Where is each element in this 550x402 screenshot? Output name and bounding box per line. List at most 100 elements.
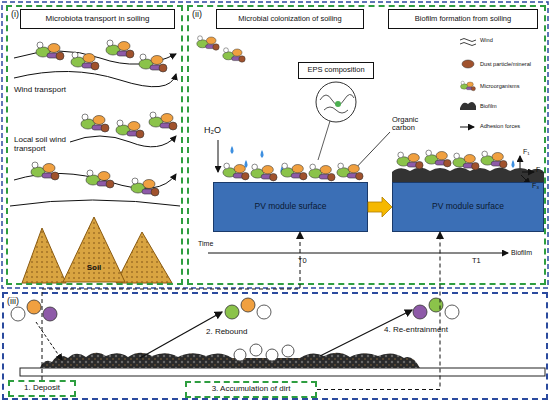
text-label: H₂O (204, 126, 221, 136)
soil-surface-line (10, 200, 180, 206)
panel-number: (i) (11, 10, 19, 20)
microbe-cluster (309, 164, 335, 181)
microbe-clusters (31, 40, 177, 196)
soil-shape (63, 217, 125, 282)
biofilm-layer (392, 168, 544, 184)
eps-zoom-circle (316, 82, 356, 122)
particle (43, 307, 57, 321)
particle-outline (234, 349, 246, 361)
panel-frame: (iii) 1. Deposit 3. Accumulation of dirt (2, 292, 548, 400)
text-label: F₂ (536, 166, 543, 174)
legend-force-sample (460, 127, 474, 128)
panel-frame: (ii)Microbial colonization of soilingBio… (187, 5, 546, 285)
node-label: EPS composition (307, 66, 364, 74)
header-box: Biofilm formation from soiling (388, 9, 538, 29)
particle (27, 300, 41, 314)
particle-outline (266, 349, 278, 361)
microbe-cluster (223, 163, 249, 180)
text-label: Wind transport (14, 86, 66, 95)
header-box: Microbiota transport in soiling (20, 9, 175, 29)
header-box: Microbial colonization of soiling (216, 9, 364, 29)
microbe-cluster (71, 52, 99, 70)
microbe-cluster (31, 162, 59, 180)
microbe-cluster (86, 170, 114, 188)
legend-biofilm-sample (460, 102, 476, 110)
node-label: PV module surface (432, 202, 504, 211)
particle (11, 307, 25, 321)
particle (429, 298, 443, 312)
microbe-cluster (251, 164, 277, 181)
legend-text: Microorganisms (480, 83, 519, 89)
particle (445, 305, 459, 319)
text-label: Biofilm (511, 249, 532, 257)
step-box: 3. Accumulation of dirt (185, 381, 317, 398)
node-label: Soil (87, 264, 102, 273)
legend-dust-sample (462, 60, 474, 68)
force-arrow (522, 172, 534, 173)
water-droplet (231, 146, 234, 154)
microbe-cluster (116, 120, 144, 138)
soil-mound (116, 232, 172, 283)
particle (413, 305, 427, 319)
rebound-bubbles (234, 344, 294, 361)
text-label: F₁ (523, 148, 530, 156)
soil-outline (62, 216, 126, 283)
microbe-cluster (223, 48, 245, 62)
text-label: Organic carbon (392, 116, 436, 133)
microbe-cluster (149, 112, 177, 130)
panel-number: (ii) (192, 10, 202, 20)
node-label: Microbiota transport in soiling (45, 15, 149, 24)
legend-microbe-sample (461, 81, 476, 91)
microbe-cluster (281, 163, 307, 180)
force-arrow (520, 156, 521, 168)
water-droplet (261, 150, 264, 158)
particle-outline (250, 344, 262, 356)
outer-frame (2, 2, 548, 288)
node-label: PV module surface (255, 202, 327, 211)
pv-surface: PV module surface (392, 182, 544, 232)
microbe-cluster (106, 40, 134, 58)
text-label: Local soil wind transport (14, 136, 70, 154)
surface-deposits (223, 163, 363, 181)
eps-box: EPS composition (298, 62, 374, 79)
node-label: 1. Deposit (24, 384, 60, 393)
text-label: F₃ (532, 182, 539, 190)
microbe-cluster (131, 178, 159, 196)
node-label: Biofilm formation from soiling (415, 15, 511, 23)
particle (241, 298, 255, 312)
eps-molecule (335, 101, 341, 107)
legend-wind-sample (460, 39, 476, 46)
water-droplet (512, 160, 515, 168)
legend-text: Biofilm (480, 103, 497, 109)
microbe-cluster (81, 114, 109, 132)
pv-surface: PV module surface (213, 182, 368, 232)
block-arrow (368, 197, 392, 217)
deposit-path (36, 322, 62, 360)
soil-mound: Soil (62, 216, 126, 283)
particle (225, 305, 239, 319)
surface-strip (20, 368, 545, 376)
water-arrow (218, 140, 219, 172)
dashed-connector (317, 232, 440, 390)
microbe-cluster (425, 150, 451, 167)
text-label: T1 (472, 257, 481, 265)
panel-number: (iii) (7, 297, 19, 307)
microbe-cluster (481, 151, 507, 168)
node-label: Microbial colonization of soiling (238, 15, 341, 23)
zoom-leader (318, 121, 330, 160)
legend-text: Wind (480, 37, 493, 43)
biofilm-microbes (397, 150, 507, 170)
node-label: 3. Accumulation of dirt (212, 385, 291, 394)
text-label: T0 (298, 257, 307, 265)
text-label: Time (198, 240, 213, 248)
step-box: 1. Deposit (8, 380, 76, 397)
microbe-cluster (337, 163, 363, 180)
soil-mound (22, 228, 66, 283)
microbe-cluster (453, 153, 479, 170)
time-axis (208, 253, 508, 254)
microbe-cluster (397, 152, 423, 169)
microbe-cluster (197, 36, 219, 50)
text-label: 2. Rebound (206, 328, 247, 337)
wind-lines (10, 51, 180, 206)
legend-text: Adhesion forces (480, 123, 520, 129)
